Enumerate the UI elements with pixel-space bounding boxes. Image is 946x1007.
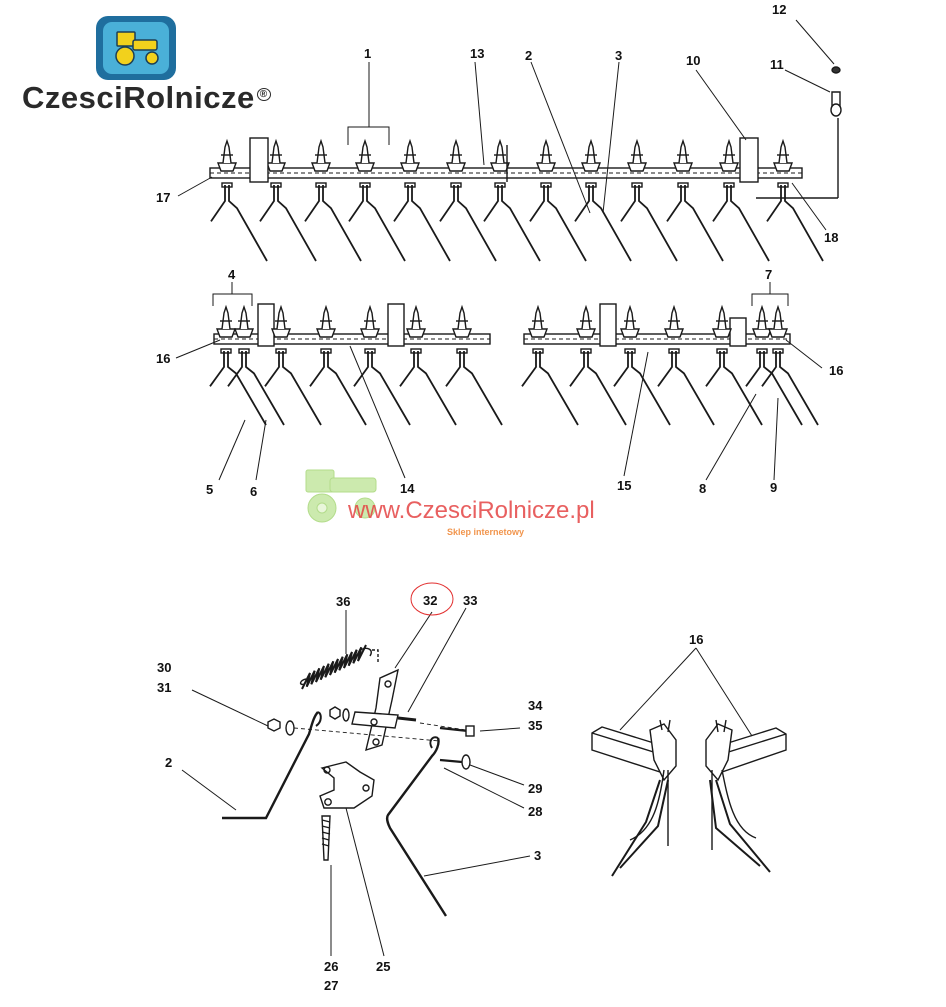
- callout-labels: 1 2 3 4 5 6 7 8 9 10 11 12 13 14 15 16 1…: [156, 2, 843, 993]
- plate-part-25: [319, 761, 375, 809]
- rake-tine: [264, 304, 322, 426]
- callout-17: 17: [156, 190, 170, 205]
- end-tine-assembly-detail: [591, 719, 787, 877]
- highlight-ring: [410, 582, 454, 616]
- callout-27: 27: [324, 978, 338, 993]
- bolt-part-29: [439, 754, 471, 770]
- watermark-url: www.CzesciRolnicze.pl: [348, 497, 595, 524]
- rake-assembly-middle-left: [209, 303, 503, 426]
- rake-tine: [761, 304, 819, 426]
- callout-15: 15: [617, 478, 631, 493]
- callout-2-detail: 2: [165, 755, 172, 770]
- rake-tine: [766, 138, 824, 262]
- rake-tine: [620, 138, 678, 262]
- tine-bracket-exploded-detail: [222, 644, 475, 917]
- rake-tine: [745, 304, 803, 426]
- callout-6: 6: [250, 484, 257, 499]
- brand-wordmark: CzesciRolnicze®: [22, 80, 271, 116]
- rake-tine: [439, 138, 497, 262]
- rake-tine: [309, 304, 367, 426]
- rake-tine: [705, 304, 763, 426]
- rake-assembly-top: [209, 137, 824, 262]
- rake-assembly-middle-right: [521, 303, 819, 426]
- callout-8: 8: [699, 481, 706, 496]
- callout-30: 30: [157, 660, 171, 675]
- callout-32: 32: [423, 593, 437, 608]
- callout-5: 5: [206, 482, 213, 497]
- callout-7: 7: [765, 267, 772, 282]
- callout-18: 18: [824, 230, 838, 245]
- leader-lines: [175, 19, 835, 957]
- rake-tine: [521, 304, 579, 426]
- bolt-part-33: [397, 716, 417, 722]
- callout-2: 2: [525, 48, 532, 63]
- spring-part-36: [299, 644, 379, 690]
- callout-11: 11: [770, 57, 784, 72]
- callout-12: 12: [772, 2, 786, 17]
- callout-16-right: 16: [829, 363, 843, 378]
- bracket-part-32: [351, 668, 399, 752]
- callout-35: 35: [528, 718, 542, 733]
- rake-tine: [259, 138, 317, 262]
- brand-logo-icon: [96, 16, 176, 80]
- rake-tine: [574, 138, 632, 262]
- bolt-part-11: [756, 66, 842, 199]
- nut-part-30: [267, 706, 441, 742]
- rake-tine: [445, 304, 503, 426]
- callout-3: 3: [615, 48, 622, 63]
- callout-31: 31: [157, 680, 171, 695]
- callout-4: 4: [228, 267, 236, 282]
- callout-36: 36: [336, 594, 350, 609]
- tractor-icon: [115, 31, 159, 66]
- rake-tine: [209, 304, 267, 426]
- rake-tine: [666, 138, 724, 262]
- callout-16-left: 16: [156, 351, 170, 366]
- watermark-tractor-icon: [305, 469, 377, 523]
- rake-tine: [657, 304, 715, 426]
- rake-tine: [304, 138, 362, 262]
- watermark-tagline: Sklep internetowy: [447, 527, 525, 537]
- bolt-part-34: [419, 722, 475, 737]
- callout-10: 10: [686, 53, 700, 68]
- rake-tine: [613, 304, 671, 426]
- rake-tine: [712, 138, 770, 262]
- tine-part-2: [222, 711, 322, 820]
- rake-tine: [483, 138, 541, 262]
- callout-9: 9: [770, 480, 777, 495]
- tine-part-3: [385, 736, 448, 917]
- callout-26: 26: [324, 959, 338, 974]
- callout-1: 1: [364, 46, 371, 61]
- callout-14: 14: [400, 481, 415, 496]
- callout-16-detail: 16: [689, 632, 703, 647]
- callout-28: 28: [528, 804, 542, 819]
- rake-tine: [529, 138, 587, 262]
- rake-tine: [393, 138, 451, 262]
- callout-13: 13: [470, 46, 484, 61]
- rake-tine: [353, 304, 411, 426]
- rake-tine: [399, 304, 457, 426]
- rake-tine: [227, 304, 285, 426]
- rake-tine: [569, 304, 627, 426]
- rake-tine: [348, 138, 406, 262]
- callout-25: 25: [376, 959, 390, 974]
- callout-33: 33: [463, 593, 477, 608]
- rake-tine: [210, 138, 268, 262]
- callout-3-detail: 3: [534, 848, 541, 863]
- callout-34: 34: [528, 698, 543, 713]
- callout-29: 29: [528, 781, 542, 796]
- screw-part-26: [321, 815, 331, 861]
